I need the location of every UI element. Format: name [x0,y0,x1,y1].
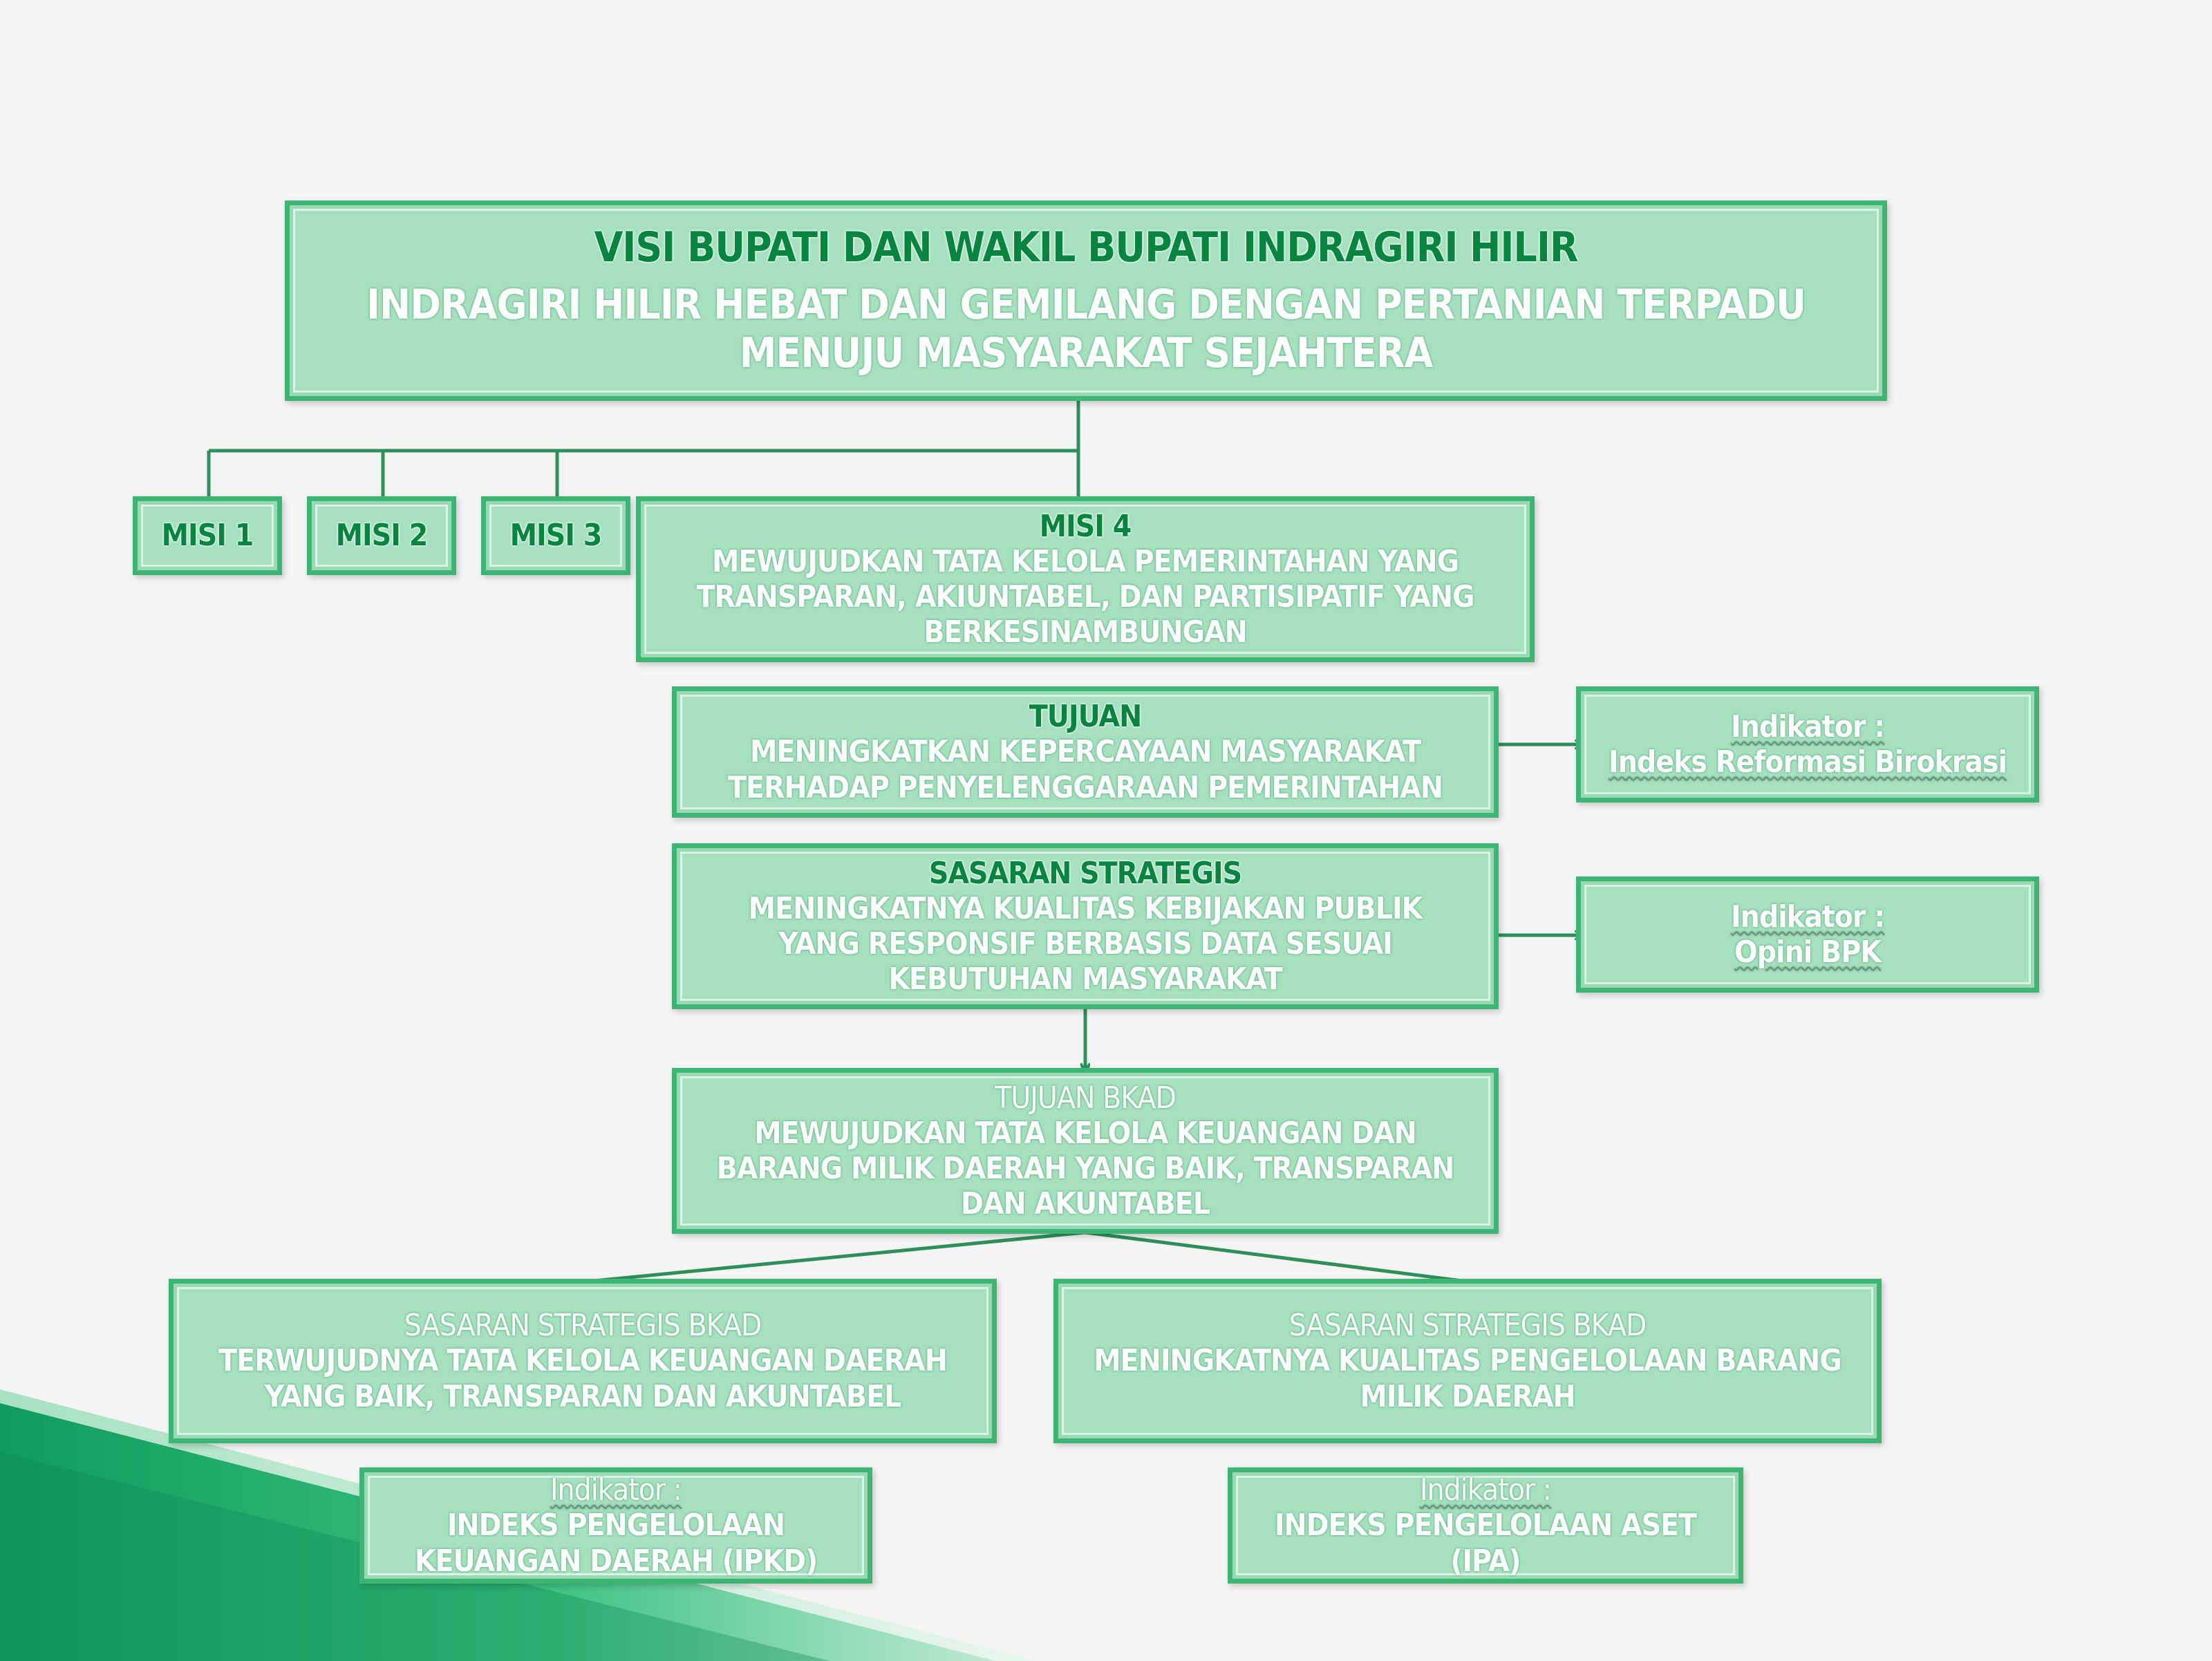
tujuan-indikator-box: Indikator : Indeks Reformasi Birokrasi [1576,686,2039,803]
ipa-indikator-line1: INDEKS PENGELOLAAN ASET [1274,1508,1697,1543]
sasaran-bkad-left-line2: YANG BAIK, TRANSPARAN DAN AKUNTABEL [264,1378,902,1414]
ipkd-indikator-label-text: Indikator : [550,1472,682,1508]
sasaran-line3: KEBUTUHAN MASYARAKAT [888,961,1283,997]
tujuan-indikator-value: Indeks Reformasi Birokrasi [1609,744,2007,780]
misi-1-label: MISI 1 [161,518,254,554]
misi-2-label: MISI 2 [335,518,429,554]
visi-box: VISI BUPATI DAN WAKIL BUPATI INDRAGIRI H… [285,200,1887,401]
ipa-indikator-box: Indikator : INDEKS PENGELOLAAN ASET (IPA… [1228,1467,1743,1584]
misi-4-line3: BERKESINAMBUNGAN [924,614,1248,650]
connector-bkad-left [580,1230,1086,1284]
misi-4-box: MISI 4 MEWUJUDKAN TATA KELOLA PEMERINTAH… [636,496,1535,662]
ipkd-indikator-line2: KEUANGAN DAERAH (IPKD) [414,1543,818,1579]
ipa-indikator-line2: (IPA) [1450,1543,1521,1579]
sasaran-title: SASARAN STRATEGIS [928,855,1242,891]
tujuan-box: TUJUAN MENINGKATKAN KEPERCAYAAN MASYARAK… [672,686,1499,818]
ipkd-indikator-label: Indikator : [550,1472,682,1508]
sasaran-bkad-left-line1: TERWUJUDNYA TATA KELOLA KEUANGAN DAERAH [218,1343,948,1379]
sasaran-indikator-value: Opini BPK [1734,935,1882,970]
tujuan-title: TUJUAN [1029,699,1142,735]
tujuan-bkad-line3: DAN AKUNTABEL [961,1186,1210,1222]
visi-text-line2: MENUJU MASYARAKAT SEJAHTERA [739,328,1434,377]
sasaran-bkad-right-title: SASARAN STRATEGIS BKAD [1288,1308,1647,1344]
misi-3-label: MISI 3 [509,518,603,554]
connector-bkad-right [1085,1230,1473,1284]
sasaran-indikator-value-text: Opini BPK [1734,935,1882,970]
visi-title: VISI BUPATI DAN WAKIL BUPATI INDRAGIRI H… [594,223,1579,272]
misi-2-box: MISI 2 [307,496,456,575]
sasaran-bkad-right-box: SASARAN STRATEGIS BKAD MENINGKATNYA KUAL… [1053,1279,1882,1443]
sasaran-indikator-label-text: Indikator : [1730,899,1885,935]
sasaran-indikator-box: Indikator : Opini BPK [1576,876,2039,993]
sasaran-bkad-right-line1: MENINGKATNYA KUALITAS PENGELOLAAN BARANG [1094,1343,1842,1379]
sasaran-line1: MENINGKATNYA KUALITAS KEBIJAKAN PUBLIK [748,890,1423,926]
misi-1-box: MISI 1 [133,496,282,575]
misi-4-title: MISI 4 [1039,508,1132,544]
sasaran-bkad-left-title: SASARAN STRATEGIS BKAD [404,1308,762,1344]
ipkd-indikator-line1: INDEKS PENGELOLAAN [447,1508,785,1543]
tujuan-bkad-box: TUJUAN BKAD MEWUJUDKAN TATA KELOLA KEUAN… [672,1068,1499,1234]
ipa-indikator-label-text: Indikator : [1419,1472,1552,1508]
sasaran-box: SASARAN STRATEGIS MENINGKATNYA KUALITAS … [672,843,1499,1009]
misi-4-line1: MEWUJUDKAN TATA KELOLA PEMERINTAHAN YANG [711,543,1459,579]
misi-3-box: MISI 3 [481,496,630,575]
sasaran-bkad-left-box: SASARAN STRATEGIS BKAD TERWUJUDNYA TATA … [169,1279,997,1443]
sasaran-line2: YANG RESPONSIF BERBASIS DATA SESUAI [778,926,1393,961]
tujuan-indikator-label: Indikator : [1730,708,1885,744]
tujuan-line2: TERHADAP PENYELENGGARAAN PEMERINTAHAN [727,769,1443,805]
ipkd-indikator-box: Indikator : INDEKS PENGELOLAAN KEUANGAN … [359,1467,872,1584]
tujuan-indikator-label-text: Indikator : [1730,708,1885,744]
tujuan-indikator-value-text: Indeks Reformasi Birokrasi [1608,744,2007,780]
sasaran-bkad-right-line2: MILIK DAERAH [1360,1378,1575,1414]
tujuan-bkad-line2: BARANG MILIK DAERAH YANG BAIK, TRANSPARA… [716,1151,1454,1186]
ipa-indikator-label: Indikator : [1419,1472,1552,1508]
misi-4-line2: TRANSPARAN, AKIUNTABEL, DAN PARTISIPATIF… [696,579,1474,614]
tujuan-bkad-title: TUJUAN BKAD [995,1080,1177,1116]
tujuan-line1: MENINGKATKAN KEPERCAYAAN MASYARAKAT [749,734,1421,770]
sasaran-indikator-label: Indikator : [1730,899,1885,935]
visi-text-line1: INDRAGIRI HILIR HEBAT DAN GEMILANG DENGA… [366,281,1806,330]
tujuan-bkad-line1: MEWUJUDKAN TATA KELOLA KEUANGAN DAN [754,1115,1417,1151]
